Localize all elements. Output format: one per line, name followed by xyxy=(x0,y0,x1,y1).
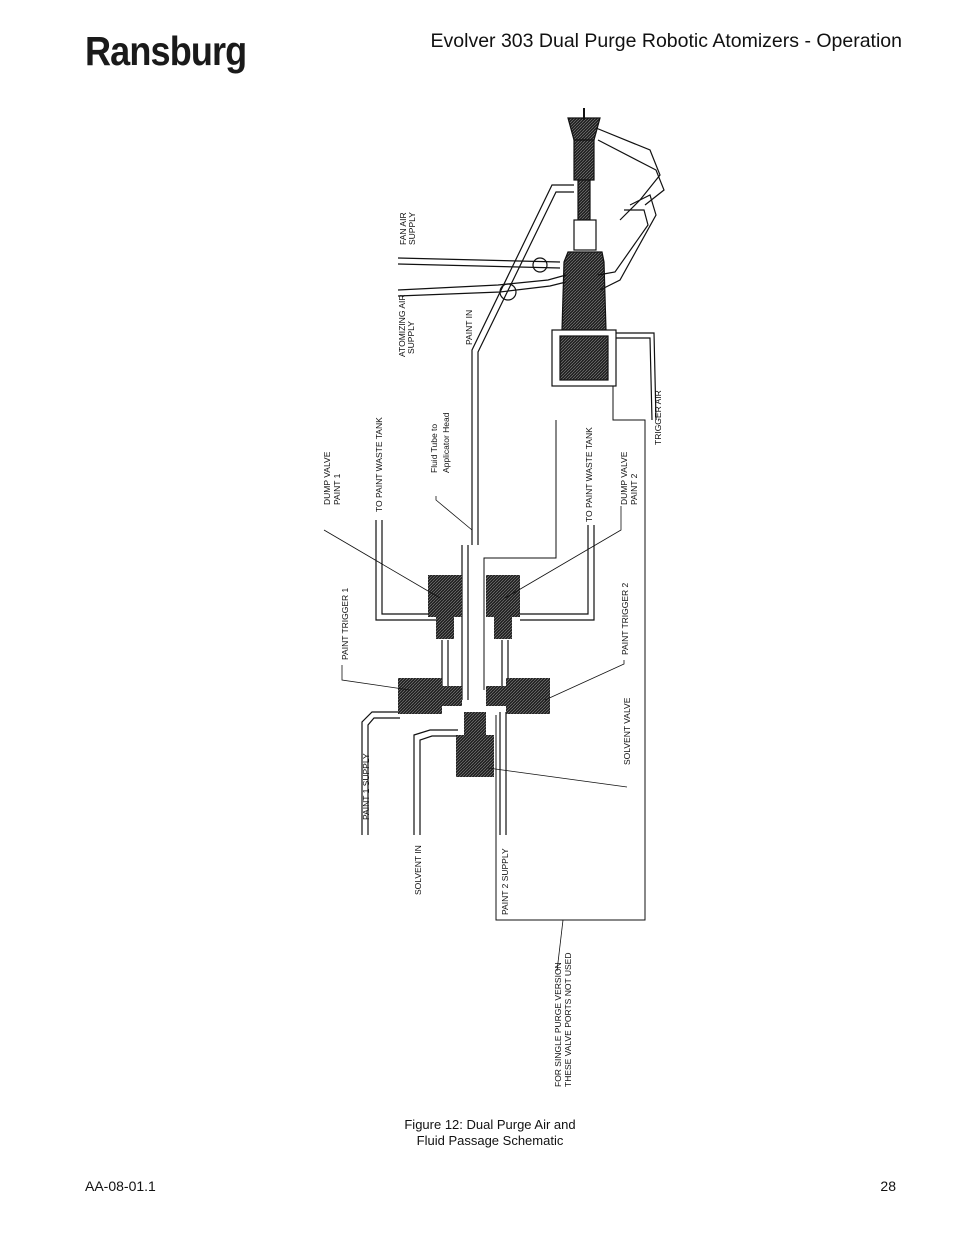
ransburg-logo: Ransburg xyxy=(85,28,247,74)
dump-valve-1 xyxy=(428,575,462,639)
page-header-title: Evolver 303 Dual Purge Robotic Atomizers… xyxy=(430,30,902,52)
dump-valve-2-label: DUMP VALVEPAINT 2 xyxy=(619,451,639,505)
paint-trigger-1-label: PAINT TRIGGER 1 xyxy=(340,587,350,660)
fan-air-label: FAN AIRSUPPLY xyxy=(398,212,417,245)
atomizing-air-label: ATOMIZING AIRSUPPLY xyxy=(397,295,416,358)
paint-trigger-2-label: PAINT TRIGGER 2 xyxy=(620,582,630,655)
dump-valve-2 xyxy=(486,575,520,639)
solvent-valve-label: SOLVENT VALVE xyxy=(622,697,632,765)
document-id: AA-08-01.1 xyxy=(85,1178,156,1194)
single-purge-note: FOR SINGLE PURGE VERSIONTHESE VALVE PORT… xyxy=(553,953,573,1087)
atomizer-head xyxy=(551,108,617,387)
waste-tank-1-label: TO PAINT WASTE TANK xyxy=(374,417,384,512)
trigger-air-label: TRIGGER AIR xyxy=(653,390,663,445)
figure-caption: Figure 12: Dual Purge Air and Fluid Pass… xyxy=(404,1117,576,1148)
solvent-in-label: SOLVENT IN xyxy=(413,845,423,895)
paint-1-supply-label: PAINT 1 SUPPLY xyxy=(361,753,371,820)
paint-in-label: PAINT IN xyxy=(464,310,474,345)
waste-tank-2-label: TO PAINT WASTE TANK xyxy=(584,427,594,522)
solvent-valve xyxy=(456,712,494,777)
dump-valve-1-label: DUMP VALVEPAINT 1 xyxy=(322,451,342,505)
paint-2-supply-label: PAINT 2 SUPPLY xyxy=(500,848,510,915)
page-number: 28 xyxy=(880,1178,896,1194)
paint-trigger-2-valve xyxy=(486,678,550,714)
paint-trigger-1-valve xyxy=(398,678,462,714)
